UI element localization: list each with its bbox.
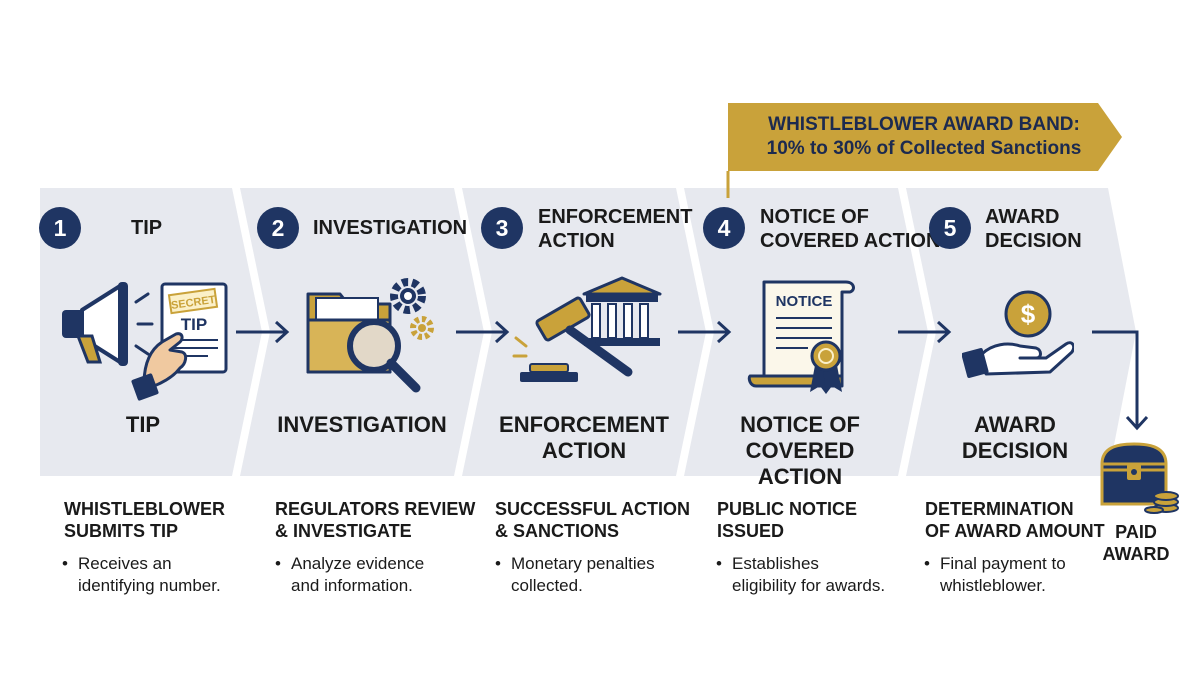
seal-ribbon-icon (810, 340, 842, 394)
treasure-chest-icon (1100, 442, 1179, 514)
stage-5-heading: DETERMINATION OF AWARD AMOUNT (925, 499, 1105, 541)
stage-4-caption: NOTICE OF COVERED ACTION (740, 412, 860, 489)
stage-1-title: TIP (131, 217, 163, 239)
gavel-icon (520, 296, 633, 382)
stage-3-heading: SUCCESSFUL ACTION & SANCTIONS (495, 499, 691, 541)
coin-stack-icon (1144, 491, 1179, 514)
tip-doc-text: TIP (181, 315, 207, 334)
stage-1-caption: TIP (125, 412, 161, 437)
stage-4-title: NOTICE OF COVERED ACTION (760, 206, 941, 252)
stage-1-band (40, 188, 262, 476)
dollar-coin-icon: $ (1004, 290, 1052, 338)
open-hand-icon (962, 341, 1074, 378)
stage-3-number: 3 (481, 207, 523, 249)
stage-4-number: 4 (703, 207, 745, 249)
impact-lines-icon (512, 336, 528, 358)
gavel-courthouse-icon (512, 276, 662, 382)
stage-3-bullet: Monetary penalties collected. (495, 553, 655, 597)
gear-icon (390, 278, 426, 314)
award-band-title: WHISTLEBLOWER AWARD BAND: (768, 114, 1080, 135)
megaphone-tip-icon: SECRET TIP (62, 282, 228, 401)
hand-icon (131, 332, 188, 401)
stage-1-heading: WHISTLEBLOWER SUBMITS TIP (64, 499, 225, 541)
notice-doc-text: NOTICE (776, 293, 833, 310)
folder-magnifier-gears-icon (306, 278, 434, 393)
stage-2-title: INVESTIGATION (313, 217, 468, 239)
hand-coin-icon: $ (962, 290, 1074, 378)
stage-2-number: 2 (257, 207, 299, 249)
stage-2-heading: REGULATORS REVIEW & INVESTIGATE (275, 499, 476, 541)
stage-3-band (462, 188, 706, 476)
award-band-banner-shape (728, 103, 1122, 171)
stage-5-number: 5 (929, 207, 971, 249)
paid-award-label: PAID AWARD (1102, 522, 1170, 564)
stage-2-caption: INVESTIGATION (277, 412, 447, 437)
stage-4-bullet: Establishes eligibility for awards. (716, 553, 885, 597)
stage-2-bullet: Analyze evidence and information. (275, 553, 424, 597)
flow-arrow-2-3 (456, 320, 510, 344)
magnifier-icon (347, 319, 421, 393)
small-gear-icon (410, 316, 434, 340)
stage-4-heading: PUBLIC NOTICE ISSUED (717, 499, 858, 541)
stage-5-caption: AWARD DECISION (961, 412, 1069, 463)
stage-1-bullet: Receives an identifying number. (62, 553, 221, 597)
stage-5-bullet: Final payment to whistleblower. (924, 553, 1066, 597)
award-band-range: 10% to 30% of Collected Sanctions (766, 138, 1082, 159)
courthouse-icon (582, 276, 662, 346)
flow-arrow-1-2 (236, 320, 290, 344)
award-band-banner: WHISTLEBLOWER AWARD BAND: 10% to 30% of … (728, 103, 1120, 171)
stage-5-title: AWARD DECISION (985, 206, 1082, 252)
flow-arrow-5-final (1092, 330, 1149, 431)
stage-1-number: 1 (39, 207, 81, 249)
stage-3-caption: ENFORCEMENT ACTION (499, 412, 669, 463)
flow-arrow-4-5 (898, 320, 952, 344)
notice-document-icon: NOTICE (747, 280, 855, 394)
stage-3-title: ENFORCEMENT ACTION (538, 206, 693, 252)
flow-arrow-3-4 (678, 320, 732, 344)
coin-symbol: $ (1021, 299, 1036, 329)
megaphone-icon (62, 282, 154, 366)
